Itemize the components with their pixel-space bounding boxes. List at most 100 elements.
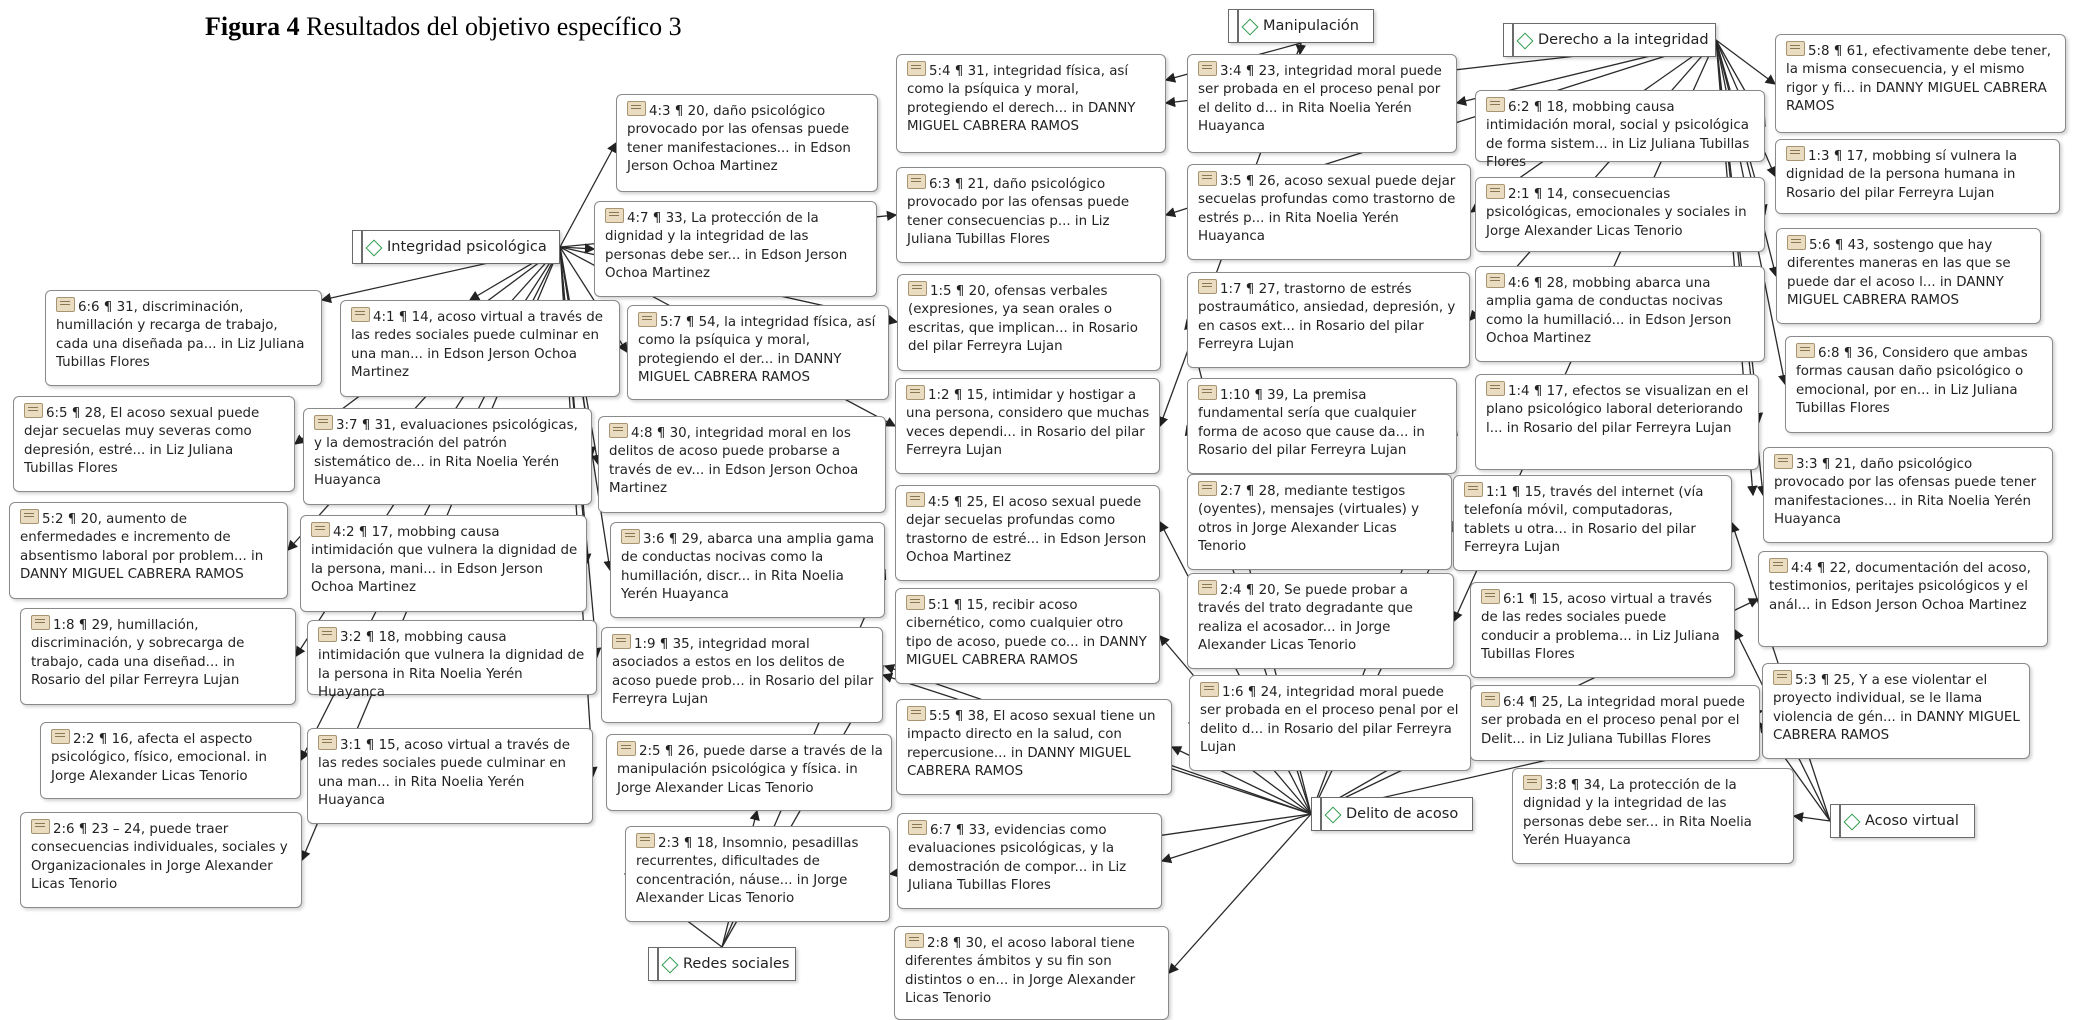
quotation-icon [908,281,927,296]
quotation-node[interactable]: 1:9 ¶ 35, integridad moral asociados a e… [601,627,883,723]
quotation-node[interactable]: 4:8 ¶ 30, integridad moral en los delito… [598,416,886,513]
code-node-manipulacion[interactable]: Manipulación [1228,9,1374,43]
quotation-node[interactable]: 5:6 ¶ 43, sostengo que hay diferentes ma… [1776,228,2041,324]
quotation-text: 1:3 ¶ 17, mobbing sí vulnera la dignidad… [1786,149,2018,201]
quotation-node[interactable]: 6:4 ¶ 25, La integridad moral puede ser … [1470,685,1760,761]
quotation-node[interactable]: 5:8 ¶ 61, efectivamente debe tener, la m… [1775,34,2066,133]
quotation-icon [907,706,926,721]
quotation-node[interactable]: 4:2 ¶ 17, mobbing causa intimidación que… [300,515,587,612]
quotation-text: 6:5 ¶ 28, El acoso sexual puede dejar se… [24,406,260,476]
code-diamond-icon [1843,813,1861,831]
quotation-node[interactable]: 1:4 ¶ 17, efectos se visualizan en el pl… [1475,374,1759,470]
quotation-node[interactable]: 4:7 ¶ 33, La protección de la dignidad y… [594,201,877,297]
quotation-icon [1198,385,1217,400]
quotation-node[interactable]: 5:7 ¶ 54, la integridad física, así como… [627,305,889,400]
quotation-node[interactable]: 3:5 ¶ 26, acoso sexual puede dejar secue… [1187,164,1471,260]
quotation-node[interactable]: 6:7 ¶ 33, evidencias como evaluaciones p… [897,813,1162,909]
quotation-node[interactable]: 3:3 ¶ 21, daño psicológico provocado por… [1763,447,2053,543]
quotation-node[interactable]: 4:5 ¶ 25, El acoso sexual puede dejar se… [895,485,1160,581]
quotation-node[interactable]: 2:5 ¶ 26, puede darse a través de la man… [606,734,892,811]
quotation-icon [907,174,926,189]
quotation-node[interactable]: 6:1 ¶ 15, acoso virtual a través de las … [1470,582,1735,678]
code-label: Acoso virtual [1865,813,1959,829]
code-node-derecho-integridad[interactable]: Derecho a la integridad [1503,23,1716,57]
figure-caption: Figura 4 Resultados del objetivo específ… [205,12,682,42]
quotation-icon [1786,146,1805,161]
quotation-node[interactable]: 3:6 ¶ 29, abarca una amplia gama de cond… [610,522,885,618]
quotation-text: 2:6 ¶ 23 – 24, puede traer consecuencias… [31,822,288,892]
code-diamond-icon [365,239,383,257]
quotation-node[interactable]: 1:1 ¶ 15, través del internet (vía telef… [1453,475,1732,571]
connector-line [1792,812,1831,823]
quotation-text: 2:4 ¶ 20, Se puede probar a través del t… [1198,583,1413,653]
quotation-node[interactable]: 1:3 ¶ 17, mobbing sí vulnera la dignidad… [1775,139,2060,214]
code-node-acoso-virtual[interactable]: Acoso virtual [1830,804,1975,838]
quotation-node[interactable]: 2:6 ¶ 23 – 24, puede traer consecuencias… [20,812,302,908]
quotation-icon [351,307,370,322]
quotation-node[interactable]: 4:6 ¶ 28, mobbing abarca una amplia gama… [1475,266,1765,362]
connector-line [1715,39,1777,85]
quotation-node[interactable]: 3:8 ¶ 34, La protección de la dignidad y… [1512,768,1794,864]
quotation-text: 2:5 ¶ 26, puede darse a través de la man… [617,744,883,796]
quotation-text: 3:3 ¶ 21, daño psicológico provocado por… [1774,457,2037,527]
connector-line [559,243,596,254]
quotation-node[interactable]: 1:7 ¶ 27, trastorno de estrés postraumát… [1187,272,1470,368]
code-diamond-icon [1324,806,1342,824]
quotation-node[interactable]: 3:7 ¶ 31, evaluaciones psicológicas, y l… [303,408,592,505]
quotation-node[interactable]: 3:4 ¶ 23, integridad moral puede ser pro… [1187,54,1457,153]
quotation-node[interactable]: 4:1 ¶ 14, acoso virtual a través de las … [340,300,620,397]
code-label: Delito de acoso [1346,806,1459,822]
quotation-text: 6:2 ¶ 18, mobbing causa intimidación mor… [1486,100,1750,170]
quotation-node[interactable]: 6:5 ¶ 28, El acoso sexual puede dejar se… [13,396,295,492]
quotation-node[interactable]: 2:3 ¶ 18, Insomnio, pesadillas recurrent… [625,826,890,922]
quotation-text: 5:1 ¶ 15, recibir acoso cibernético, com… [906,598,1147,668]
node-divider [1237,10,1239,42]
quotation-node[interactable]: 2:4 ¶ 20, Se puede probar a través del t… [1187,573,1454,669]
quotation-text: 6:1 ¶ 15, acoso virtual a través de las … [1481,592,1720,662]
node-divider [1512,24,1514,56]
quotation-node[interactable]: 2:1 ¶ 14, consecuencias psicológicas, em… [1475,177,1765,252]
quotation-icon [1200,682,1219,697]
quotation-icon [1796,343,1815,358]
quotation-text: 5:7 ¶ 54, la integridad física, así como… [638,315,876,385]
quotation-node[interactable]: 5:5 ¶ 38, El acoso sexual tiene un impac… [896,699,1172,795]
quotation-node[interactable]: 6:6 ¶ 31, discriminación, humillación y … [45,290,322,386]
code-node-integridad-psicologica[interactable]: Integridad psicológica [352,230,560,264]
quotation-node[interactable]: 1:10 ¶ 39, La premisa fundamental sería … [1187,378,1457,474]
quotation-node[interactable]: 1:5 ¶ 20, ofensas verbales (expresiones,… [897,274,1161,371]
quotation-icon [56,297,75,312]
code-node-delito-acoso[interactable]: Delito de acoso [1311,797,1473,831]
quotation-node[interactable]: 3:1 ¶ 15, acoso virtual a través de las … [307,728,593,824]
quotation-node[interactable]: 4:4 ¶ 22, documentación del acoso, testi… [1758,551,2048,647]
quotation-icon [1486,184,1505,199]
quotation-icon [1481,692,1500,707]
quotation-text: 5:4 ¶ 31, integridad física, así como la… [907,64,1136,134]
quotation-text: 5:2 ¶ 20, aumento de enfermedades e incr… [20,512,264,582]
quotation-text: 1:8 ¶ 29, humillación, discriminación, y… [31,618,245,688]
quotation-text: 6:4 ¶ 25, La integridad moral puede ser … [1481,695,1745,747]
quotation-node[interactable]: 2:7 ¶ 28, mediante testigos (oyentes), m… [1187,474,1452,570]
quotation-node[interactable]: 2:2 ¶ 16, afecta el aspecto psicológico,… [40,722,301,799]
quotation-text: 3:4 ¶ 23, integridad moral puede ser pro… [1198,64,1442,134]
quotation-node[interactable]: 5:3 ¶ 25, Y a ese violentar el proyecto … [1762,663,2030,759]
quotation-node[interactable]: 1:8 ¶ 29, humillación, discriminación, y… [20,608,296,705]
quotation-node[interactable]: 6:8 ¶ 36, Considero que ambas formas cau… [1785,336,2053,433]
quotation-node[interactable]: 5:2 ¶ 20, aumento de enfermedades e incr… [9,502,288,599]
quotation-text: 3:1 ¶ 15, acoso virtual a través de las … [318,738,570,808]
code-node-redes-sociales[interactable]: Redes sociales [648,947,796,981]
quotation-icon [1481,589,1500,604]
quotation-icon [20,509,39,524]
quotation-node[interactable]: 2:8 ¶ 30, el acoso laboral tiene diferen… [894,926,1169,1020]
quotation-icon [906,492,925,507]
quotation-text: 4:5 ¶ 25, El acoso sexual puede dejar se… [906,495,1147,565]
quotation-node[interactable]: 1:6 ¶ 24, integridad moral puede ser pro… [1189,675,1471,771]
quotation-node[interactable]: 5:4 ¶ 31, integridad física, así como la… [896,54,1166,153]
code-label: Manipulación [1263,18,1359,34]
quotation-node[interactable]: 3:2 ¶ 18, mobbing causa intimidación que… [307,620,597,700]
quotation-node[interactable]: 6:3 ¶ 21, daño psicológico provocado por… [896,167,1166,263]
quotation-node[interactable]: 6:2 ¶ 18, mobbing causa intimidación mor… [1475,90,1765,170]
quotation-node[interactable]: 1:2 ¶ 15, intimidar y hostigar a una per… [895,378,1160,474]
quotation-node[interactable]: 5:1 ¶ 15, recibir acoso cibernético, com… [895,588,1160,684]
quotation-node[interactable]: 4:3 ¶ 20, daño psicológico provocado por… [616,94,878,192]
